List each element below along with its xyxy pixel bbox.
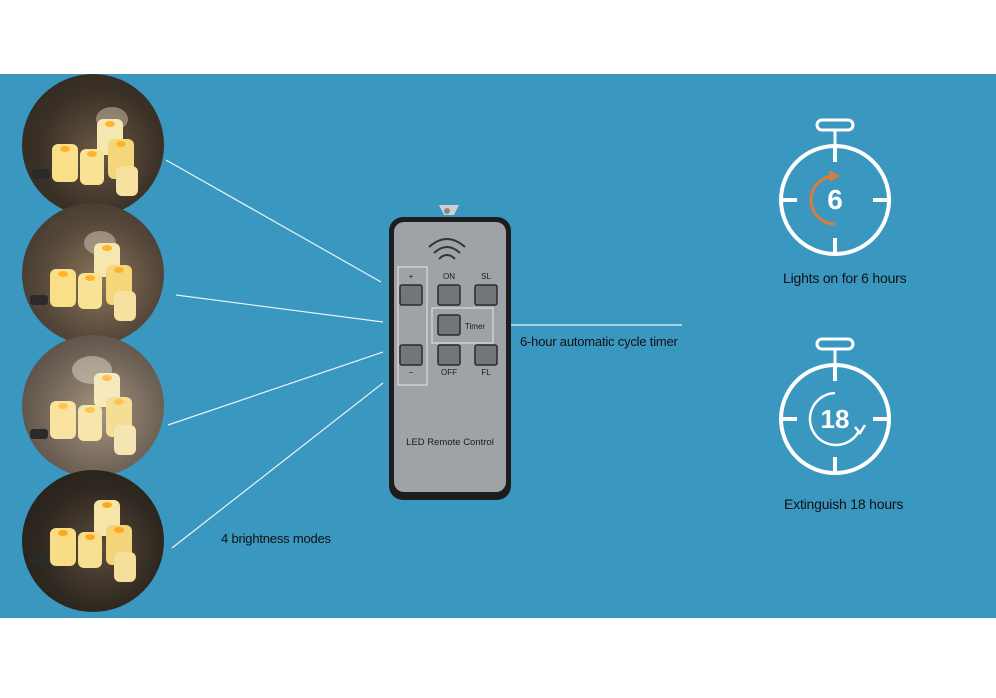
timer-button [437,314,461,336]
minus-button [399,344,423,366]
remote-brand-label: LED Remote Control [406,437,494,448]
minus-label: − [409,368,414,377]
connector-line-4 [171,382,384,549]
on-button [437,284,461,306]
off-button [437,344,461,366]
remote-control: + ON SL Timer − OFF FL LED Remote Contro… [389,205,511,500]
off-label: OFF [441,368,457,377]
extinguish-label: Extinguish 18 hours [784,496,904,512]
cycle-timer-label: 6-hour automatic cycle timer [520,334,678,349]
timer-label: Timer [465,322,485,331]
extinguish-hours: 18 [821,404,850,434]
candle-photo-brightness-2 [22,203,164,345]
sl-label: SL [481,272,491,281]
candle-photo-brightness-3 [22,335,164,477]
connector-line-3 [167,351,384,426]
candle-photo-brightness-4 [22,470,164,612]
plus-button [399,284,423,306]
stopwatch-6-icon: 6 [779,118,891,256]
connector-line-1 [165,159,382,283]
brightness-modes-label: 4 brightness modes [221,531,331,546]
candle-photo-brightness-1 [22,74,164,216]
lights-on-label: Lights on for 6 hours [783,270,907,286]
lights-on-hours: 6 [827,184,843,215]
connector-line-2 [175,294,384,323]
stopwatch-18-icon: 18 [779,337,891,475]
fl-button [474,344,498,366]
plus-label: + [409,272,414,281]
on-label: ON [443,272,455,281]
fl-label: FL [481,368,491,377]
signal-icon [433,246,461,254]
sl-button [474,284,498,306]
